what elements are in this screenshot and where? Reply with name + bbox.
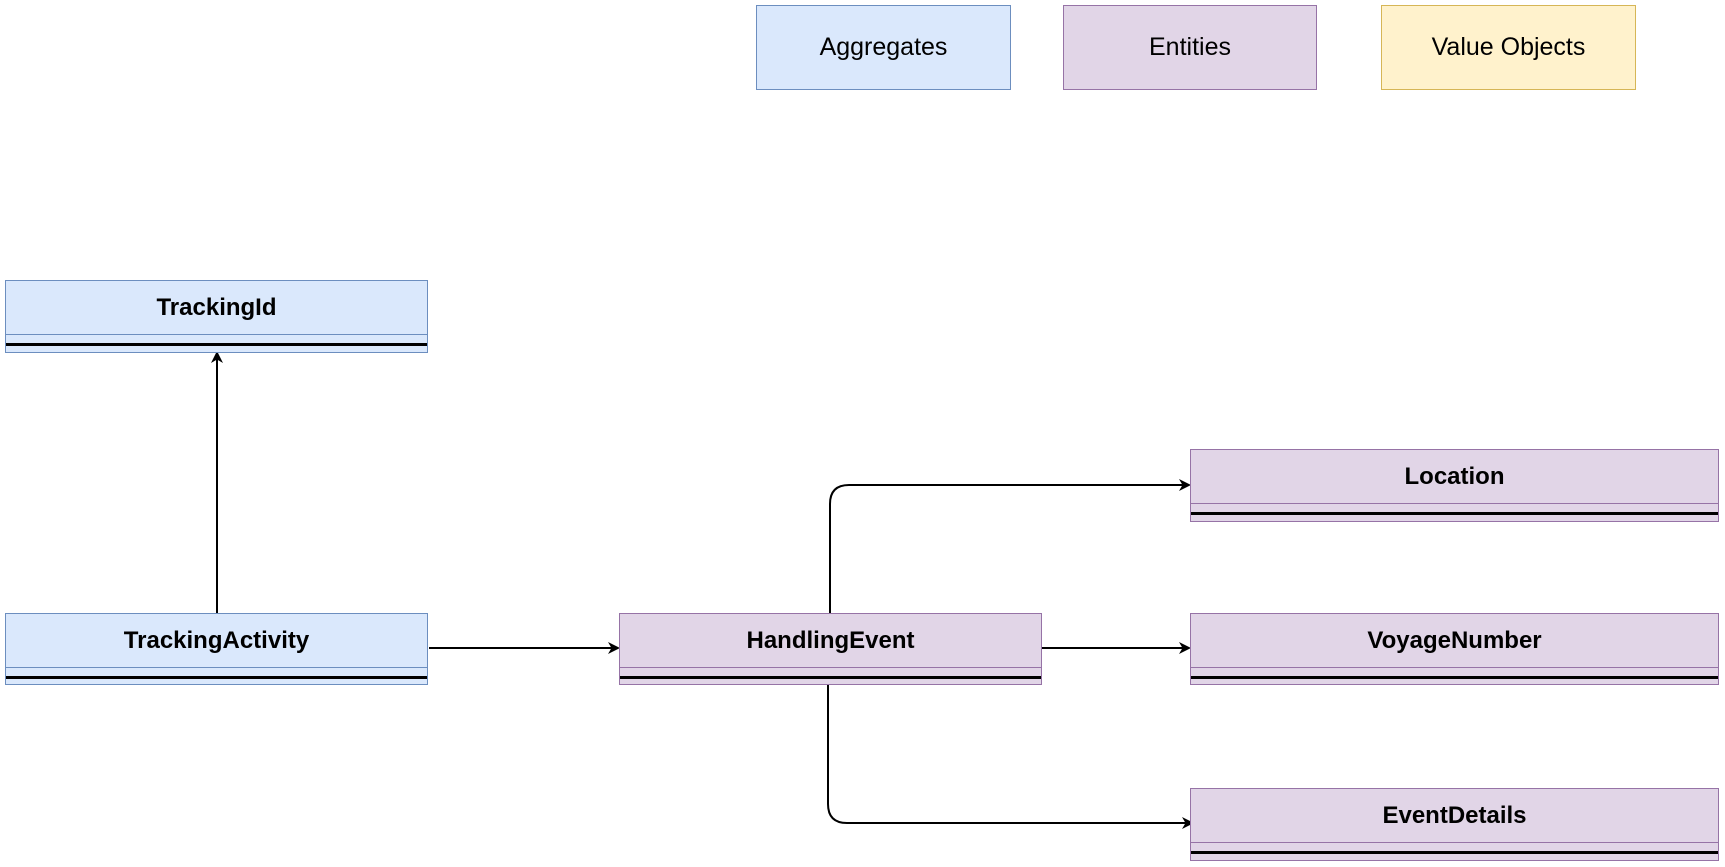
class-attribute-line [6,676,427,679]
class-divider [1191,842,1718,843]
class-attribute-line [6,343,427,346]
legend-value-objects-label: Value Objects [1431,33,1586,61]
legend-entities: Entities [1063,5,1317,90]
class-divider [620,667,1041,668]
class-tracking-activity[interactable]: TrackingActivity [5,613,428,685]
class-tracking-activity-title: TrackingActivity [123,626,310,654]
class-event-details[interactable]: EventDetails [1190,788,1719,861]
class-divider [1191,503,1718,504]
legend-aggregates: Aggregates [756,5,1011,90]
class-location[interactable]: Location [1190,449,1719,522]
legend-entities-label: Entities [1149,33,1231,61]
class-tracking-id-title: TrackingId [156,293,277,321]
class-attribute-line [1191,676,1718,679]
class-handling-event-title: HandlingEvent [746,626,915,654]
class-handling-event[interactable]: HandlingEvent [619,613,1042,685]
legend-aggregates-label: Aggregates [819,33,948,61]
class-tracking-id[interactable]: TrackingId [5,280,428,353]
class-attribute-line [620,676,1041,679]
class-divider [6,334,427,335]
edge-handlingevent-to-location [829,479,1191,613]
class-event-details-title: EventDetails [1382,801,1527,829]
edge-handlingevent-to-eventdetails [827,683,1194,829]
class-voyage-number-title: VoyageNumber [1367,626,1542,654]
class-attribute-line [1191,512,1718,515]
class-location-title: Location [1404,462,1505,490]
class-voyage-number[interactable]: VoyageNumber [1190,613,1719,685]
legend-value-objects: Value Objects [1381,5,1636,90]
class-divider [1191,667,1718,668]
class-divider [6,667,427,668]
class-attribute-line [1191,851,1718,854]
